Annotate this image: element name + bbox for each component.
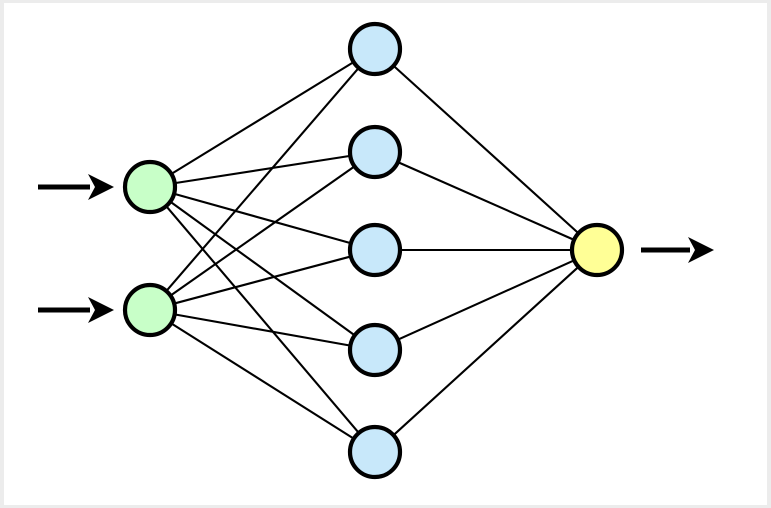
neuron-hidden-2[interactable] xyxy=(347,124,403,180)
io-arrows-group xyxy=(38,174,714,323)
synapse-edge-hidden-node-5-to-output-node-1 xyxy=(391,265,581,437)
output-arrow-1-head xyxy=(688,237,714,263)
neuron-output-1[interactable] xyxy=(569,222,625,278)
synapse-edge-input-node-2-to-hidden-node-1 xyxy=(164,66,361,293)
synapse-edge-hidden-node-4-to-output-node-1 xyxy=(395,258,577,342)
neuron-input-2[interactable] xyxy=(122,282,178,338)
synapse-edge-input-node-1-to-hidden-node-3 xyxy=(172,192,353,245)
synapse-edge-hidden-node-1-to-output-node-1 xyxy=(391,63,581,236)
synapse-edge-hidden-node-2-to-output-node-1 xyxy=(396,160,576,242)
input-arrow-2-head xyxy=(88,297,114,323)
synapse-edge-input-node-2-to-hidden-node-5 xyxy=(169,321,356,441)
neuron-hidden-4[interactable] xyxy=(347,322,403,378)
neuron-nodes-group xyxy=(122,21,625,480)
neuron-hidden-3[interactable] xyxy=(347,222,403,278)
synapse-edge-input-node-1-to-hidden-node-4 xyxy=(168,199,357,338)
neuron-hidden-1[interactable] xyxy=(347,21,403,77)
synapse-edge-input-node-2-to-hidden-node-3 xyxy=(172,255,353,305)
input-arrow-1-head xyxy=(88,174,114,200)
synapse-edges-group xyxy=(164,60,581,441)
neuron-hidden-5[interactable] xyxy=(347,424,403,480)
synapse-edge-input-node-2-to-hidden-node-2 xyxy=(168,164,357,298)
neuron-input-1[interactable] xyxy=(122,159,178,215)
synapse-edge-input-node-2-to-hidden-node-4 xyxy=(172,313,353,347)
synapse-edge-input-node-1-to-hidden-node-1 xyxy=(169,60,356,176)
synapse-edge-input-node-1-to-hidden-node-5 xyxy=(164,204,361,435)
synapse-edge-input-node-1-to-hidden-node-2 xyxy=(173,154,352,185)
